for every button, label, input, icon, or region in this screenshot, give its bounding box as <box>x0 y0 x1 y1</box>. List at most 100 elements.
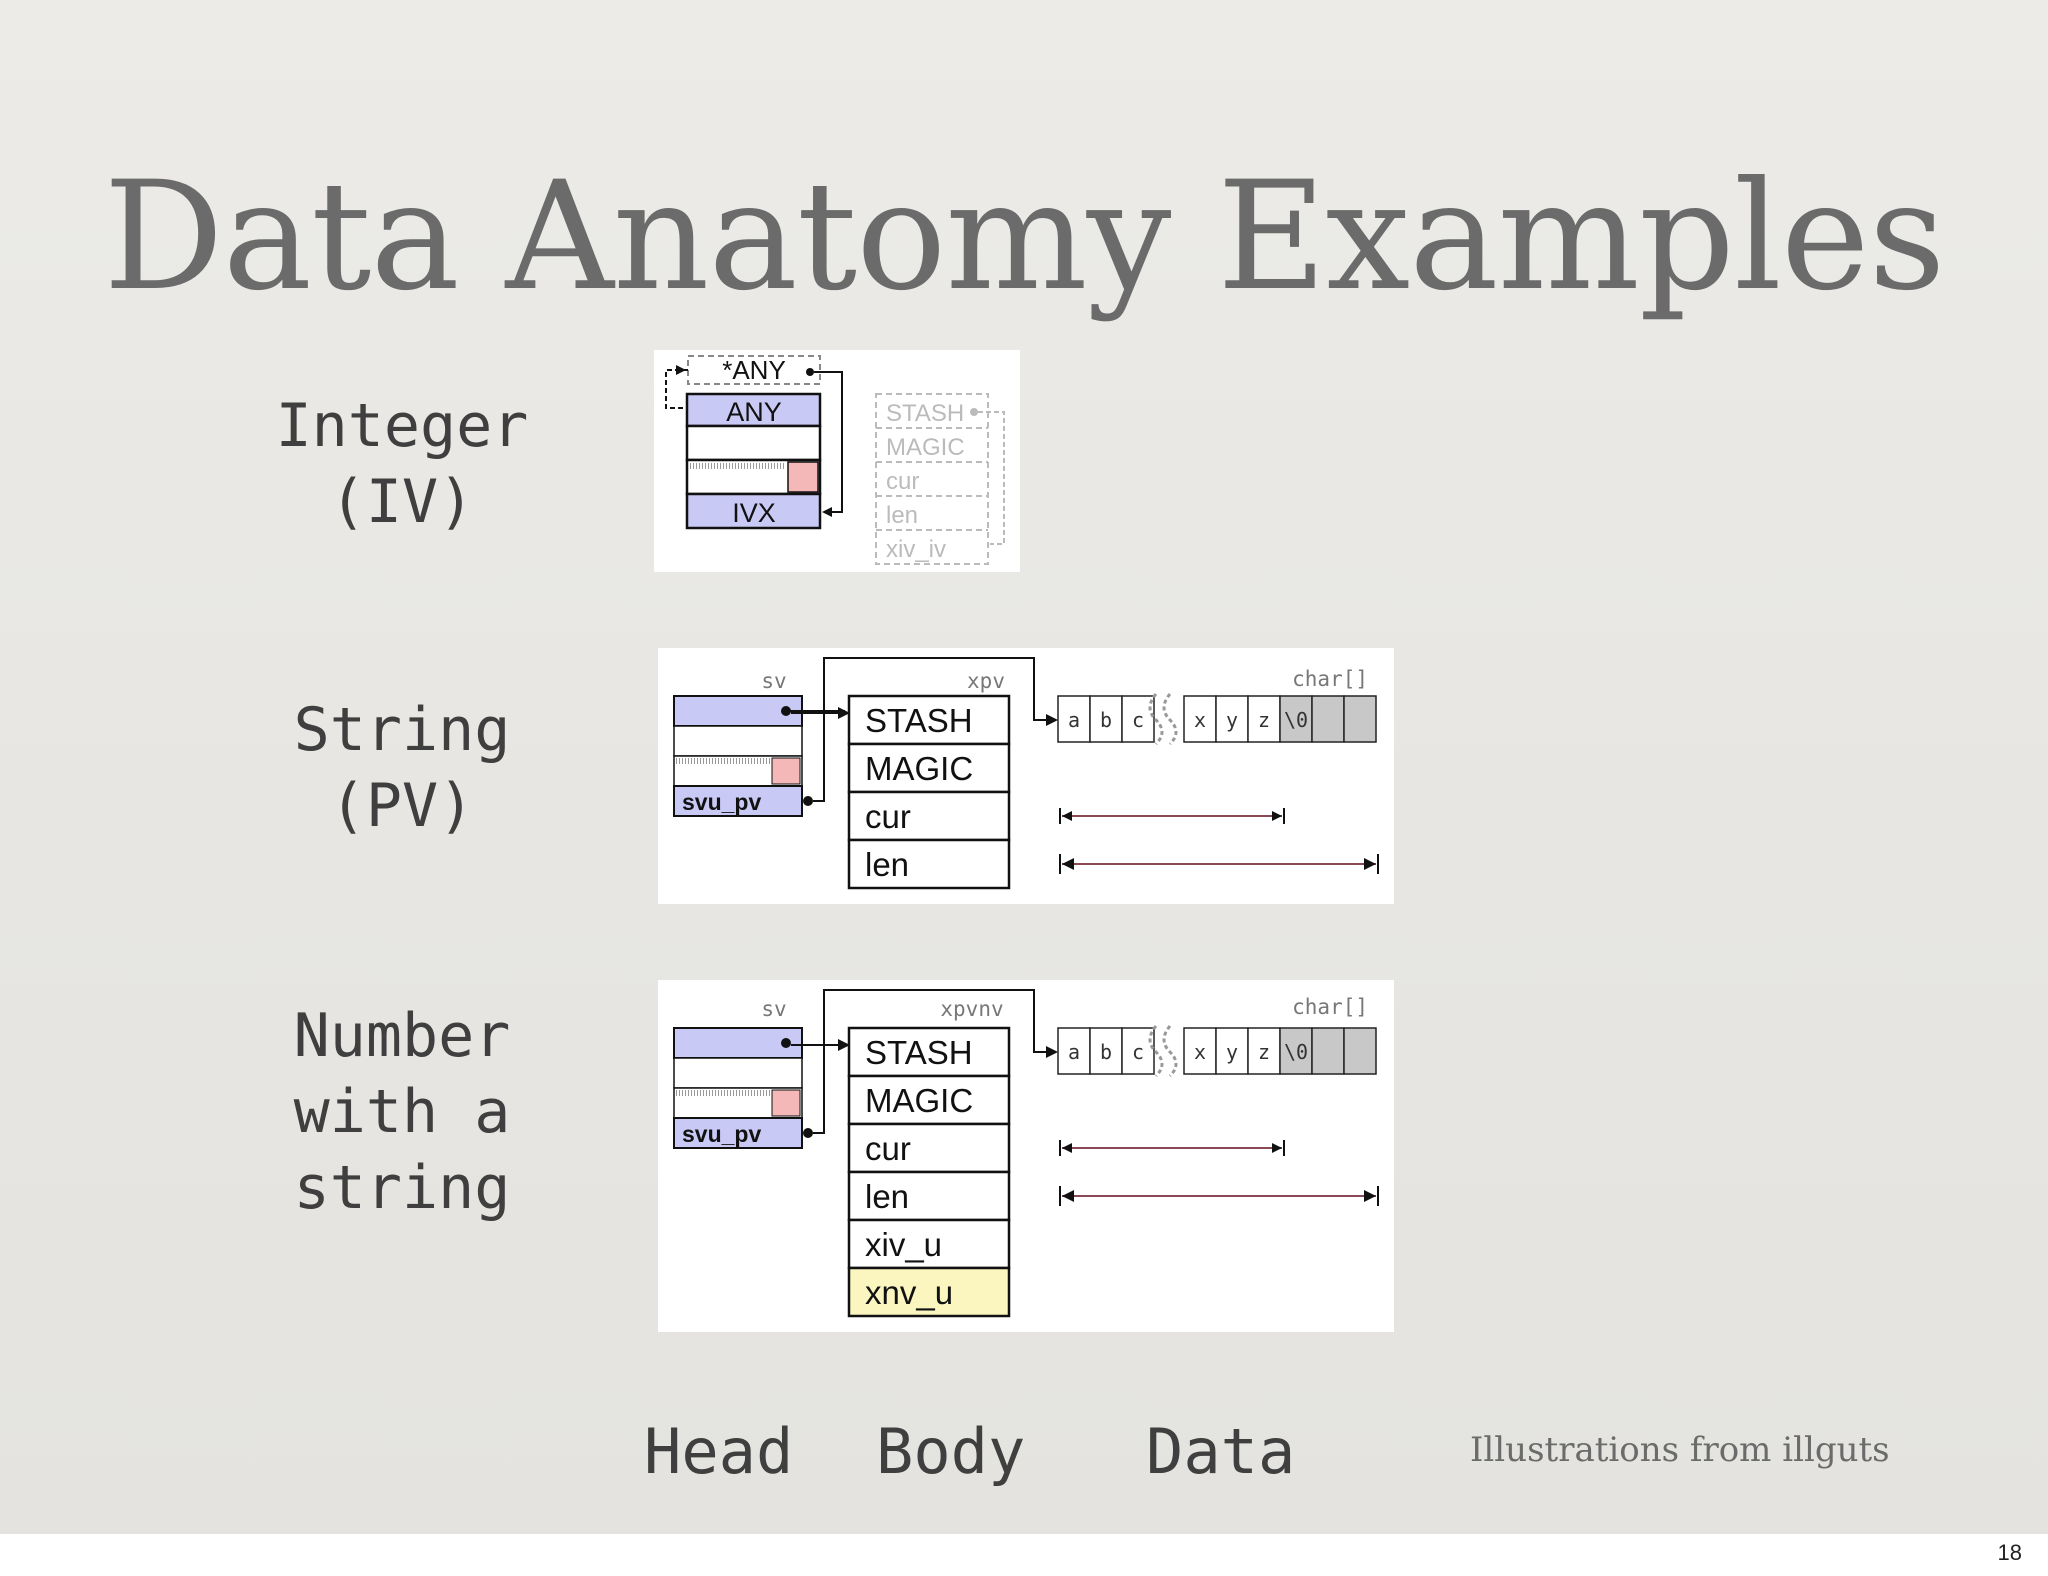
char-label: c <box>1132 1040 1144 1064</box>
char-cell <box>1279 695 1313 743</box>
char-label: x <box>1194 1040 1206 1064</box>
char-cell <box>1057 695 1091 743</box>
char-label: z <box>1258 1040 1270 1064</box>
body-field-cell <box>847 742 1011 794</box>
char-cell <box>1089 1027 1123 1075</box>
head-ptr-label: ANY <box>726 397 782 427</box>
svu-pv-line <box>813 713 825 802</box>
char-label: b <box>1100 708 1112 732</box>
ghost-field: MAGIC <box>886 434 965 461</box>
body-field-label: STASH <box>865 1034 973 1071</box>
char-cell <box>1215 695 1249 743</box>
row-label-line: string <box>293 1153 511 1223</box>
head-type-label: sv <box>761 997 786 1021</box>
page-number: 18 <box>1997 1540 2022 1565</box>
body-field-cell <box>847 694 1011 746</box>
char-cell <box>1183 1027 1217 1075</box>
char-cell <box>1121 1027 1155 1075</box>
ghost-body-box <box>875 393 989 565</box>
cur-span <box>1059 808 1285 824</box>
arrow-head <box>838 707 850 719</box>
pointer-dot <box>803 1128 813 1138</box>
row-label-integer: Integer (IV) <box>222 388 582 540</box>
ghost-field: cur <box>886 468 919 495</box>
head-svu-pv-cell <box>673 785 803 817</box>
char-cell <box>1247 695 1281 743</box>
len-span <box>1059 854 1379 874</box>
column-header-body: Body <box>876 1415 1026 1488</box>
char-label: b <box>1100 1040 1112 1064</box>
gap-break <box>1162 693 1178 746</box>
char-label: \0 <box>1284 708 1308 732</box>
row-label-line: Integer <box>275 391 529 461</box>
body-field-cell <box>847 790 1011 842</box>
char-label: z <box>1258 708 1270 732</box>
body-type-label: xpvnv <box>940 997 1003 1021</box>
char-label: c <box>1132 708 1144 732</box>
body-field-cell <box>847 1170 1011 1222</box>
char-cell <box>1279 1027 1313 1075</box>
arrow-head <box>1062 811 1072 821</box>
data-type-label: char[] <box>1292 995 1368 1019</box>
arrow-head <box>1364 1190 1376 1202</box>
spare-cell <box>1343 695 1377 743</box>
data-type-label: char[] <box>1292 667 1368 691</box>
pvnv-diagram-svg: sv xpvnv char[] svu_pv <box>673 989 1379 1318</box>
body-field-cell <box>847 838 1011 890</box>
body-field-cell <box>847 1122 1011 1174</box>
arrow-head <box>822 507 832 517</box>
arrow-head <box>1062 1190 1074 1202</box>
char-label: x <box>1194 708 1206 732</box>
char-cell <box>1183 695 1217 743</box>
head-refcnt-cell <box>685 424 822 462</box>
ghost-body: STASH MAGIC cur len xiv_iv <box>875 393 1005 565</box>
head-ptr-cell <box>673 1027 803 1059</box>
char-label: y <box>1226 1040 1238 1064</box>
gap-break <box>1162 1025 1178 1078</box>
pvnv-diagram: sv xpvnv char[] svu_pv <box>658 980 1394 1332</box>
head-refcnt-cell <box>673 725 803 757</box>
body-field-label: xiv_u <box>865 1226 942 1263</box>
head-type-label: sv <box>761 669 786 693</box>
char-cell <box>1215 1027 1249 1075</box>
ghost-loop <box>978 411 1005 545</box>
arrow-head <box>1364 858 1376 870</box>
ghost-field: STASH <box>886 400 964 427</box>
char-label: a <box>1068 708 1080 732</box>
cur-span <box>1059 1140 1285 1156</box>
row-label-number-with-string: Number with a string <box>222 998 582 1226</box>
body-field-label: xnv_u <box>865 1274 953 1311</box>
arrow-head <box>1046 714 1058 726</box>
body-field-label: MAGIC <box>865 1082 973 1119</box>
row-label-line: with a <box>293 1077 511 1147</box>
head-ptr-cell <box>685 392 822 428</box>
spare-cell <box>1311 1027 1345 1075</box>
char-label: a <box>1068 1040 1080 1064</box>
slide: Data Anatomy Examples Integer (IV) Strin… <box>0 0 2048 1534</box>
char-label: y <box>1226 708 1238 732</box>
column-header-data: Data <box>1146 1415 1296 1488</box>
slide-title: Data Anatomy Examples <box>103 150 1945 324</box>
flag-marker <box>771 757 801 785</box>
char-buffer: a b c x y z \0 <box>1057 693 1377 746</box>
pv-diagram: sv xpv char[] svu_pv <box>658 648 1394 904</box>
illustration-credit: Illustrations from illguts <box>1470 1430 1890 1470</box>
row-label-line: (PV) <box>329 771 475 841</box>
gap-break <box>1148 1025 1164 1078</box>
ghost-field: xiv_iv <box>886 536 946 563</box>
len-span <box>1059 1186 1379 1206</box>
row-label-line: (IV) <box>329 467 475 537</box>
dashed-loop <box>665 369 688 409</box>
body-field-label: MAGIC <box>865 750 973 787</box>
char-buffer: a b c x y z \0 <box>1057 1025 1377 1078</box>
head-svu-pv-label: svu_pv <box>682 1121 761 1147</box>
spare-cell <box>1343 1027 1377 1075</box>
char-label: \0 <box>1284 1040 1308 1064</box>
flag-marker <box>787 461 819 493</box>
body-field-label: cur <box>865 798 911 835</box>
any-glob-label: *ANY <box>722 355 786 385</box>
body-field-label: len <box>865 846 909 883</box>
column-header-head: Head <box>644 1415 794 1488</box>
head-refcnt-cell <box>673 1057 803 1089</box>
body-struct: STASH MAGIC cur len xiv_u xnv_u <box>847 1026 1011 1318</box>
